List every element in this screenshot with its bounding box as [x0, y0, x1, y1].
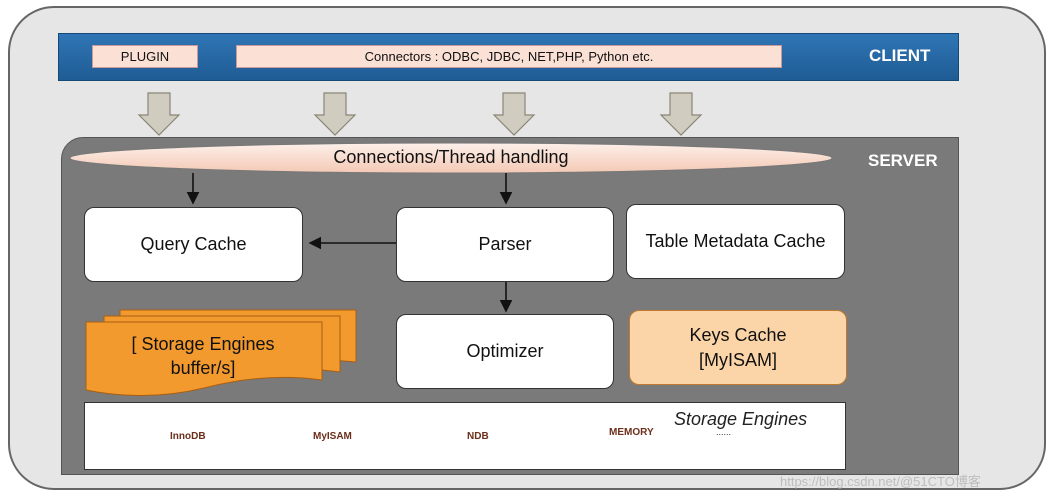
storage-buffer-label: [ Storage Engines buffer/s]	[131, 334, 275, 379]
engine-label-ndb: NDB	[467, 431, 489, 442]
buffer-page-front	[85, 321, 323, 397]
block-arrow-down	[492, 92, 536, 136]
connections-label: Connections/Thread handling	[333, 147, 569, 167]
table-metadata-cache-box: Table Metadata Cache	[626, 204, 845, 279]
keys-cache-box: Keys Cache [MyISAM]	[629, 310, 847, 385]
query-cache-box: Query Cache	[84, 207, 303, 282]
engine-label-innodb: InnoDB	[170, 431, 206, 442]
connectors-box: Connectors : ODBC, JDBC, NET,PHP, Python…	[236, 45, 782, 68]
connections-ellipse	[69, 142, 833, 174]
optimizer-box: Optimizer	[396, 314, 614, 389]
server-label: SERVER	[868, 151, 938, 170]
engines-more: ......	[716, 427, 732, 437]
storage-engines-title: Storage Engines	[674, 409, 808, 429]
client-label: CLIENT	[869, 46, 931, 65]
client-bar: PLUGIN Connectors : ODBC, JDBC, NET,PHP,…	[58, 33, 959, 81]
block-arrow-down	[137, 92, 181, 136]
engine-label-memory: MEMORY	[609, 427, 654, 438]
plugin-box: PLUGIN	[92, 45, 198, 68]
parser-box: Parser	[396, 207, 614, 282]
block-arrow-down	[313, 92, 357, 136]
storage-engines-strip	[84, 402, 846, 470]
block-arrow-down	[659, 92, 703, 136]
watermark: https://blog.csdn.net/@51CTO博客	[780, 474, 981, 489]
engine-label-myisam: MyISAM	[313, 431, 352, 442]
